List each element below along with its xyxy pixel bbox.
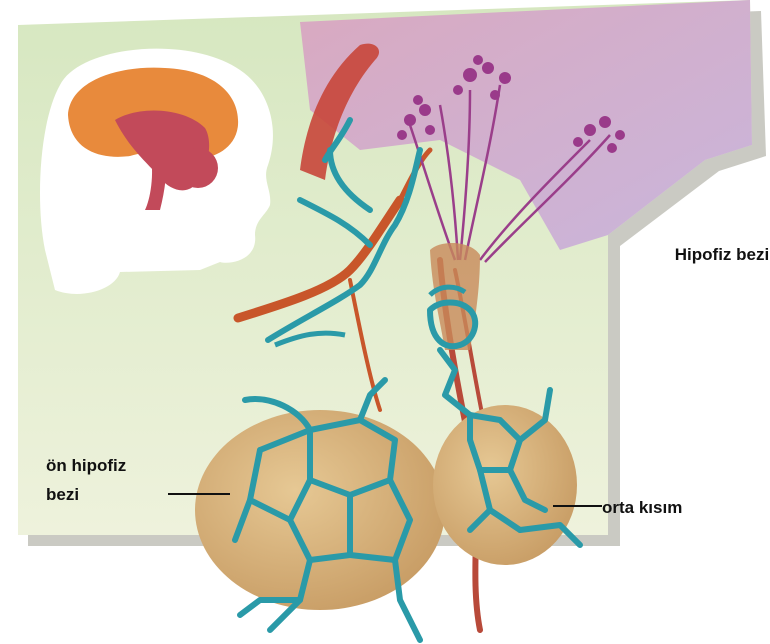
label-anterior-line1: ön hipofiz — [46, 451, 126, 480]
head-silhouette — [40, 49, 273, 294]
label-anterior-line2: bezi — [46, 480, 126, 509]
label-anterior-pituitary: ön hipofiz bezi — [46, 451, 126, 509]
label-middle-part: orta kısım — [602, 493, 682, 522]
label-hypophysis: Hipofiz bezi — [675, 240, 769, 269]
